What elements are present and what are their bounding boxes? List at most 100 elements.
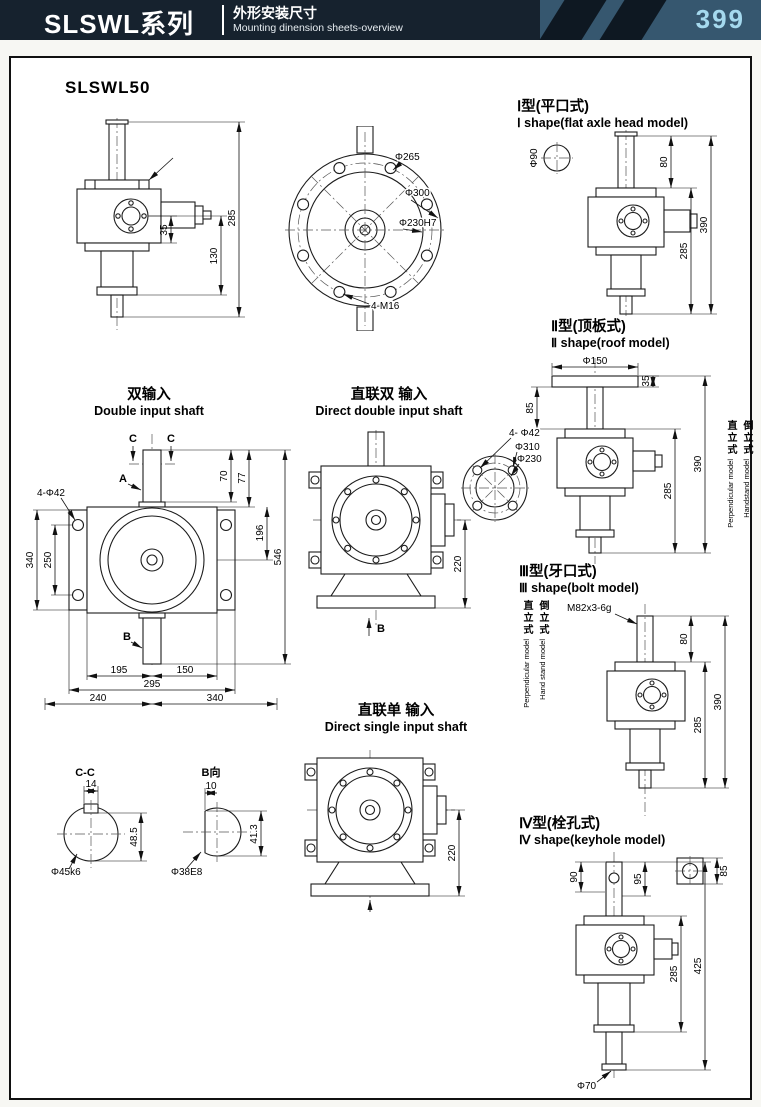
inverted-label-en: Handstand model xyxy=(742,459,751,518)
dims: Φ150 85 35 285 390 xyxy=(525,356,711,554)
dim-285: 285 xyxy=(123,121,245,318)
svg-text:95: 95 xyxy=(633,873,644,885)
svg-text:295: 295 xyxy=(144,679,161,690)
upright-label: 直立式 Perpendicular model xyxy=(723,420,738,528)
svg-text:77: 77 xyxy=(237,472,248,484)
inverted-label-cn: 倒立式 xyxy=(537,600,548,636)
svg-text:48.5: 48.5 xyxy=(129,827,140,847)
flange-detail-labels: 4- Φ42 Φ310 Φ230 xyxy=(479,427,544,477)
thread-callout: M82x3-6g xyxy=(566,602,638,625)
svg-text:390: 390 xyxy=(693,455,704,472)
svg-text:Φ45k6: Φ45k6 xyxy=(51,867,81,878)
inverted-label: 倒立式 Hand stand model xyxy=(535,600,550,820)
type1-title: Ⅰ型(平口式) Ⅰ shape(flat axle head model) xyxy=(517,99,689,131)
svg-text:B: B xyxy=(123,631,131,643)
upright-label-en: Perpendicular model xyxy=(522,639,531,708)
flange-top-view: Φ265 Φ300 Φ230H7 4-M16 xyxy=(285,126,445,331)
svg-text:Φ38E8: Φ38E8 xyxy=(171,867,203,878)
svg-text:195: 195 xyxy=(111,665,128,676)
upright-label-cn: 直立式 xyxy=(725,420,736,456)
dims-right: 70 77 196 546 xyxy=(161,449,291,665)
roof-plate xyxy=(551,375,639,388)
view-b: B向 10 41.3 Φ38E8 xyxy=(171,765,267,878)
section-cc-view: C-C 14 48.5 Φ45k6 xyxy=(51,767,147,878)
type2-orientation-labels: 直立式 Perpendicular model 倒立式 Handstand mo… xyxy=(723,420,754,528)
direct-single-drawing: 220 xyxy=(304,750,465,912)
screw-jack-body xyxy=(587,131,698,315)
flange-labels: Φ265 Φ300 Φ230H7 4-M16 xyxy=(342,151,438,314)
mark-b: B xyxy=(366,618,385,636)
svg-text:340: 340 xyxy=(207,693,224,704)
svg-text:90: 90 xyxy=(569,871,580,883)
svg-text:35: 35 xyxy=(159,224,170,236)
svg-text:Φ230: Φ230 xyxy=(517,454,542,465)
svg-text:340: 340 xyxy=(25,551,36,568)
svg-text:285: 285 xyxy=(693,716,704,733)
screw-jack-body xyxy=(575,861,679,1071)
type2-title: Ⅱ型(顶板式) Ⅱ shape(roof model) xyxy=(551,319,670,351)
svg-text:390: 390 xyxy=(713,693,724,710)
svg-text:B: B xyxy=(377,623,385,635)
svg-text:M82x3-6g: M82x3-6g xyxy=(567,603,611,614)
type4-drawing: 85 90 95 285 xyxy=(569,852,730,1092)
shaft-end xyxy=(183,802,251,862)
type2-drawing: Φ150 85 35 285 390 xyxy=(525,356,711,564)
svg-text:4- Φ42: 4- Φ42 xyxy=(509,428,540,439)
svg-text:285: 285 xyxy=(679,242,690,259)
svg-text:80: 80 xyxy=(659,156,670,168)
keyhole-detail: 85 xyxy=(675,856,730,886)
view-b-title: B向 xyxy=(202,765,221,779)
dims: 80 285 390 xyxy=(651,615,729,789)
dims: 80 285 390 xyxy=(632,135,717,315)
svg-text:C: C xyxy=(167,433,175,445)
series-title: SLSWL系列 xyxy=(44,9,194,39)
type3-drawing: M82x3-6g 80 xyxy=(566,602,729,816)
upright-label-cn: 直立式 xyxy=(521,600,532,636)
shaft-section xyxy=(57,800,125,868)
svg-text:Φ265: Φ265 xyxy=(395,152,420,163)
page-number: 399 xyxy=(695,4,745,34)
svg-text:390: 390 xyxy=(699,216,710,233)
svg-text:425: 425 xyxy=(693,957,704,974)
svg-text:546: 546 xyxy=(273,548,284,565)
screw-jack-body xyxy=(606,615,686,789)
svg-text:35: 35 xyxy=(641,375,652,387)
model-label: SLSWL50 xyxy=(65,78,151,97)
type3-block: 直立式 Perpendicular model 倒立式 Hand stand m… xyxy=(519,600,733,820)
svg-text:220: 220 xyxy=(453,555,464,572)
dim-220: 220 xyxy=(429,809,465,897)
svg-text:Φ230H7: Φ230H7 xyxy=(399,218,437,229)
type3-orientation-labels: 直立式 Perpendicular model 倒立式 Hand stand m… xyxy=(519,600,550,820)
page-header: SLSWL系列 外形安装尺寸 Mounting dinension sheets… xyxy=(0,0,761,40)
svg-text:Φ300: Φ300 xyxy=(405,188,430,199)
screw-jack-body xyxy=(556,386,663,554)
housing xyxy=(304,757,447,897)
inverted-label-cn: 倒立式 xyxy=(741,420,752,456)
svg-text:70: 70 xyxy=(219,470,230,482)
type4-title: Ⅳ型(栓孔式) Ⅳ shape(keyhole model) xyxy=(519,816,666,848)
svg-text:Φ310: Φ310 xyxy=(515,442,540,453)
header-subtitle-en: Mounting dinension sheets-overview xyxy=(233,22,403,34)
svg-text:4-Φ42: 4-Φ42 xyxy=(37,488,65,499)
upright-label: 直立式 Perpendicular model xyxy=(519,600,534,820)
svg-text:220: 220 xyxy=(447,844,458,861)
axle-head-detail: Φ90 xyxy=(529,142,573,174)
dim-130: 130 xyxy=(137,215,227,296)
double-input-title: 双输入 Double input shaft xyxy=(94,387,204,419)
side-view-drawing: 35 130 285 xyxy=(76,118,245,330)
direct-double-flange-detail: 4- Φ42 Φ310 Φ230 xyxy=(461,427,544,522)
dims: 10 41.3 Φ38E8 xyxy=(171,781,267,878)
screw-jack-body xyxy=(76,119,212,318)
svg-text:4-M16: 4-M16 xyxy=(371,301,400,312)
inverted-label: 倒立式 Handstand model xyxy=(739,420,754,528)
dims-bottom: 195 150 295 240 340 xyxy=(44,610,278,710)
svg-text:85: 85 xyxy=(719,865,730,877)
svg-text:130: 130 xyxy=(209,247,220,264)
dims: 90 95 285 425 Φ70 xyxy=(569,861,711,1092)
type1-drawing: Φ90 80 285 390 xyxy=(529,130,717,316)
svg-text:Φ150: Φ150 xyxy=(583,356,608,367)
section-cc-title: C-C xyxy=(75,767,95,779)
header-divider xyxy=(222,5,224,35)
housing xyxy=(68,449,236,665)
svg-text:285: 285 xyxy=(663,482,674,499)
